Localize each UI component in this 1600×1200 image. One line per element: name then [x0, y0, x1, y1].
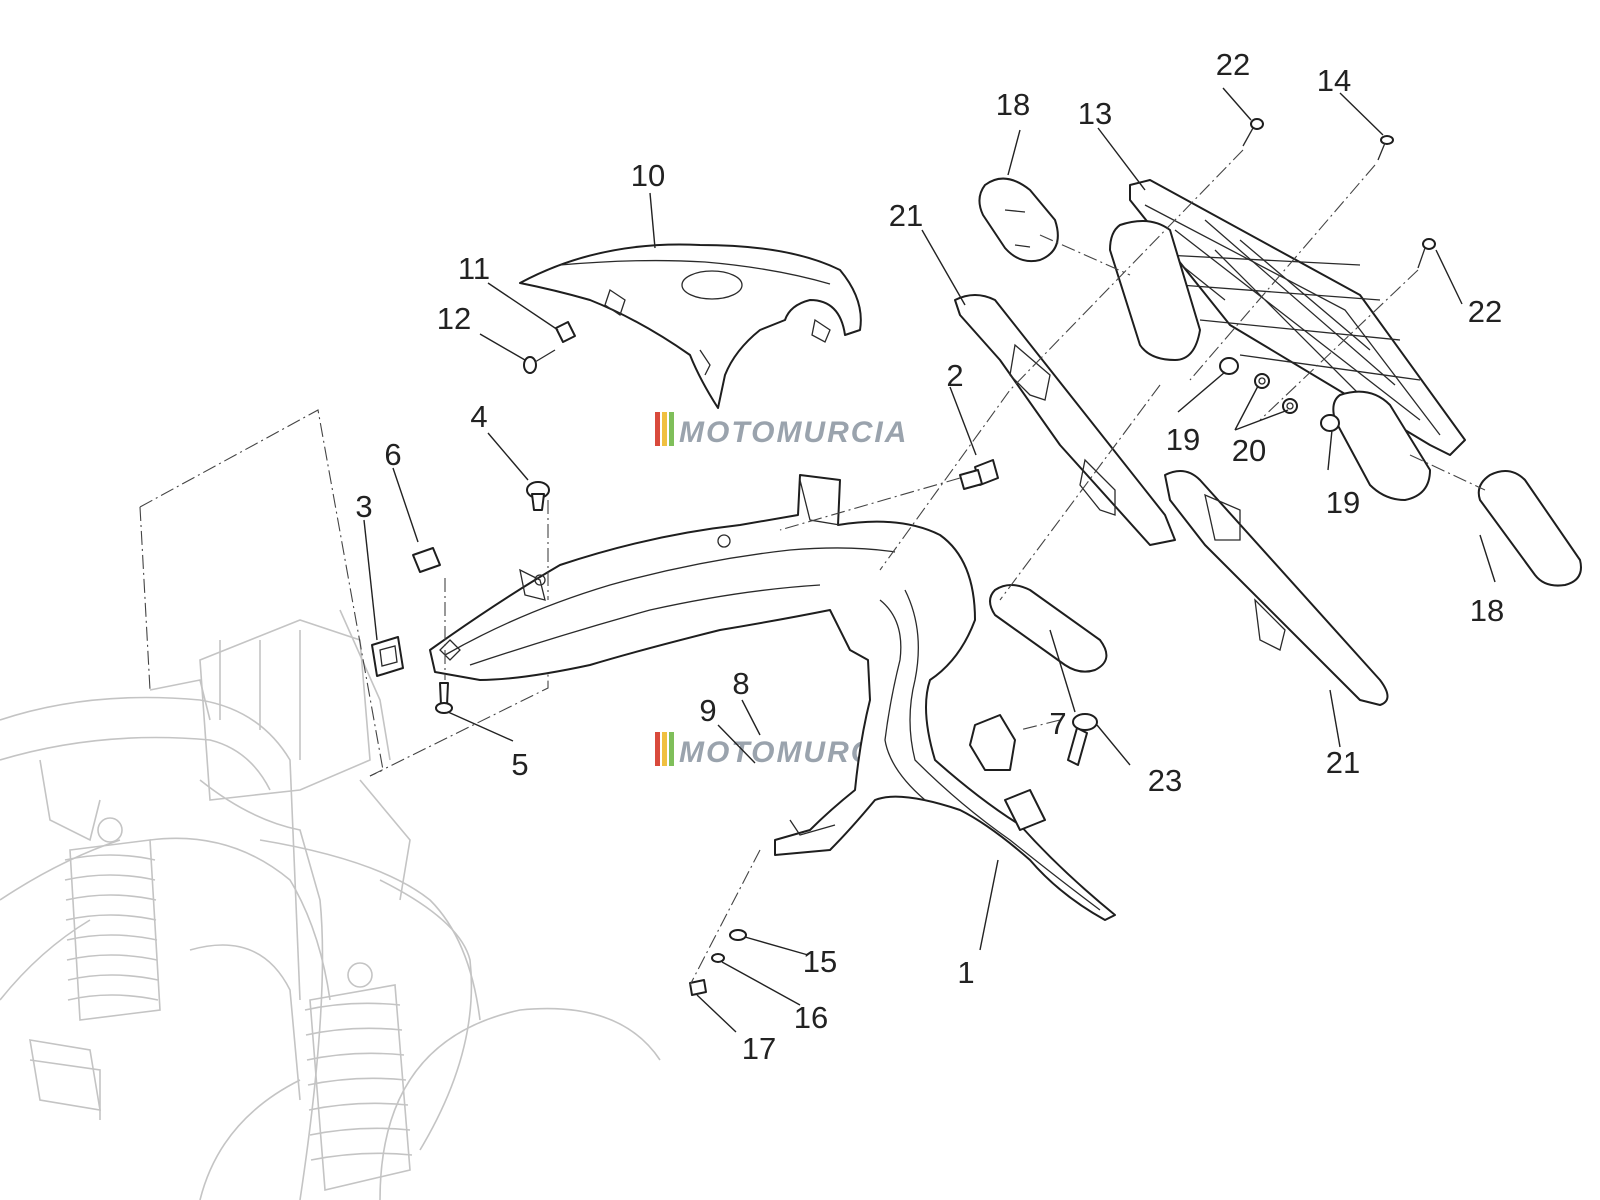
part-label-15: 15: [803, 944, 837, 979]
watermark-logo-top: MOTOMURCIA: [655, 412, 908, 449]
part-label-21-top: 21: [889, 198, 923, 233]
part-13-plate-holder: [1109, 179, 1466, 501]
part-label-17: 17: [742, 1031, 776, 1066]
part-label-13: 13: [1078, 96, 1112, 131]
part-label-2: 2: [946, 358, 963, 393]
watermark-stripe: [669, 732, 674, 766]
watermark-stripe: [655, 412, 660, 446]
part-label-6: 6: [384, 437, 401, 472]
ghosted-shock-left: [64, 817, 161, 1021]
part-15-washer: [729, 929, 747, 941]
part-label-4: 4: [470, 399, 487, 434]
part-16-washer: [711, 953, 725, 963]
part-label-16: 16: [794, 1000, 828, 1035]
part-22-screw-top: [1242, 118, 1264, 147]
watermark-stripe: [655, 732, 660, 766]
part-19-grommet-left: [1219, 357, 1239, 375]
ghosted-shock-right: [304, 962, 413, 1191]
part-10-rear-cover: [519, 243, 862, 409]
part-label-22-top: 22: [1216, 47, 1250, 82]
part-label-21-bottom: 21: [1326, 745, 1360, 780]
part-23-screw: [1067, 713, 1098, 766]
part-label-12: 12: [437, 301, 471, 336]
part-label-7: 7: [1049, 706, 1066, 741]
part-17-nut: [689, 979, 707, 996]
part-label-1: 1: [957, 955, 974, 990]
ghosted-wheel: [29, 1007, 661, 1200]
part-22-screw-right: [1417, 238, 1436, 269]
leader-lines: [363, 87, 1496, 1033]
part-21-lower-bracket: [1164, 470, 1389, 706]
watermark-stripe: [662, 732, 667, 766]
part-label-22-right: 22: [1468, 294, 1502, 329]
part-labels: 1 2 3 4 5 6 7 8 9 10 11 12 13 14 15 16 1…: [355, 47, 1504, 1066]
part-20-nut-left: [1254, 373, 1270, 389]
part-18-pad-bottom: [1477, 470, 1582, 587]
part-11-clip-nut: [555, 321, 576, 343]
part-21-upper-bracket: [954, 294, 1176, 546]
part-label-11: 11: [458, 251, 490, 286]
part-label-5: 5: [511, 747, 528, 782]
assembly-reference-box: [139, 409, 549, 777]
part-3-clip: [371, 636, 404, 677]
part-label-19-right: 19: [1326, 485, 1360, 520]
part-20-nut-right: [1282, 398, 1298, 414]
assembly-lines: [444, 149, 1486, 986]
part-4-screw: [526, 481, 550, 511]
part-label-19-left: 19: [1166, 422, 1200, 457]
watermark-text: MOTOMURCIA: [679, 416, 908, 449]
part-label-3: 3: [355, 489, 372, 524]
part-18-pad-top: [978, 177, 1059, 263]
part-7-reflector-pad: [989, 584, 1108, 673]
part-label-20: 20: [1232, 433, 1266, 468]
part-label-23: 23: [1148, 763, 1182, 798]
part-label-18-top: 18: [996, 87, 1030, 122]
part-12-screw: [523, 349, 556, 374]
part-label-18-bottom: 18: [1470, 593, 1504, 628]
watermark-stripe: [669, 412, 674, 446]
part-14-pin: [1377, 135, 1394, 161]
watermark-stripe: [662, 412, 667, 446]
part-label-10: 10: [631, 158, 665, 193]
part-label-8: 8: [732, 666, 749, 701]
part-label-14: 14: [1317, 63, 1351, 98]
part-6-clip-nut: [412, 547, 441, 573]
part-2-bolt: [959, 459, 999, 490]
part-label-9: 9: [699, 693, 716, 728]
part-19-grommet-right: [1320, 414, 1340, 432]
ghosted-rear-frame: [0, 609, 481, 1200]
part-5-screw: [435, 682, 453, 714]
part-1-rear-mudguard: [429, 474, 1116, 921]
